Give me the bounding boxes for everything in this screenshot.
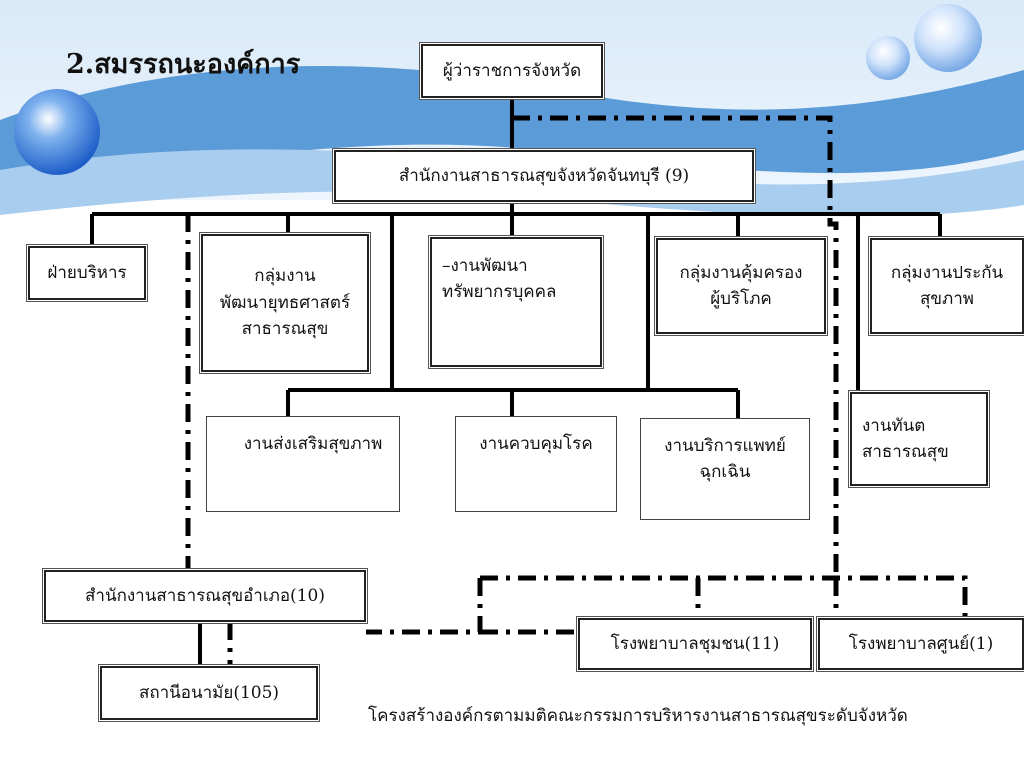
general-hospital-box: โรงพยาบาลศูนย์(1): [818, 618, 1024, 670]
strategy-group-line-3: สาธารณสุข: [241, 319, 329, 340]
admin-department-label: ฝ่ายบริหาร: [47, 262, 127, 283]
hr-development-line-1: –งานพัฒนา: [442, 256, 528, 276]
chart-caption: โครงสร้างองค์กรตามมติคณะกรรมการบริหารงาน…: [368, 706, 908, 726]
consumer-protection-line-1: กลุ่มงานคุ้มครอง: [679, 262, 803, 283]
health-insurance-line-2: สุขภาพ: [920, 289, 974, 309]
bubble-decoration-top-right: [914, 4, 982, 72]
emergency-medical-box: งานบริการแพทย์ ฉุกเฉิน: [640, 418, 810, 520]
health-insurance-line-1: กลุ่มงานประกัน: [890, 262, 1004, 283]
health-insurance-box: กลุ่มงานประกัน สุขภาพ: [870, 238, 1024, 334]
bubble-decoration-small: [866, 36, 910, 80]
consumer-protection-box: กลุ่มงานคุ้มครอง ผู้บริโภค: [656, 238, 826, 334]
hr-development-box: –งานพัฒนา ทรัพยากรบุคคล: [430, 237, 602, 367]
health-promotion-label: งานส่งเสริมสุขภาพ: [243, 434, 383, 454]
consumer-protection-line-2: ผู้บริโภค: [710, 289, 772, 309]
hr-development-line-2: ทรัพยากรบุคคล: [442, 282, 557, 303]
health-station-label: สถานีอนามัย(105): [138, 682, 280, 703]
admin-department-box: ฝ่ายบริหาร: [28, 246, 146, 300]
dental-public-health-box: งานทันต สาธารณสุข: [850, 392, 988, 486]
governor-label: ผู้ว่าราชการจังหวัด: [442, 60, 582, 81]
health-promotion-box: งานส่งเสริมสุขภาพ: [206, 416, 400, 512]
district-health-office-box: สำนักงานสาธารณสุขอำเภอ(10): [44, 570, 366, 622]
bubble-decoration-large: [14, 89, 100, 175]
provincial-health-office-box: สำนักงานสาธารณสุขจังหวัดจันทบุรี (9): [334, 150, 754, 202]
community-hospital-label: โรงพยาบาลชุมชน(11): [610, 633, 780, 654]
governor-box: ผู้ว่าราชการจังหวัด: [421, 44, 603, 98]
general-hospital-label: โรงพยาบาลศูนย์(1): [848, 633, 994, 654]
emergency-medical-line-1: งานบริการแพทย์: [664, 436, 786, 456]
strategy-group-line-2: พัฒนายุทธศาสตร์: [219, 292, 351, 313]
community-hospital-box: โรงพยาบาลชุมชน(11): [578, 618, 812, 670]
disease-control-label: งานควบคุมโรค: [479, 434, 593, 454]
emergency-medical-line-2: ฉุกเฉิน: [699, 462, 751, 483]
dental-public-health-line-1: งานทันต: [862, 415, 926, 436]
strategy-group-box: กลุ่มงาน พัฒนายุทธศาสตร์ สาธารณสุข: [201, 234, 369, 372]
health-station-box: สถานีอนามัย(105): [100, 666, 318, 720]
disease-control-box: งานควบคุมโรค: [455, 416, 617, 512]
dental-public-health-line-2: สาธารณสุข: [862, 442, 949, 462]
district-health-office-label: สำนักงานสาธารณสุขอำเภอ(10): [85, 585, 325, 606]
provincial-health-office-label: สำนักงานสาธารณสุขจังหวัดจันทบุรี (9): [398, 165, 690, 186]
strategy-group-line-1: กลุ่มงาน: [254, 266, 316, 287]
slide-title: 2.สมรรถนะองค์การ: [66, 49, 301, 80]
